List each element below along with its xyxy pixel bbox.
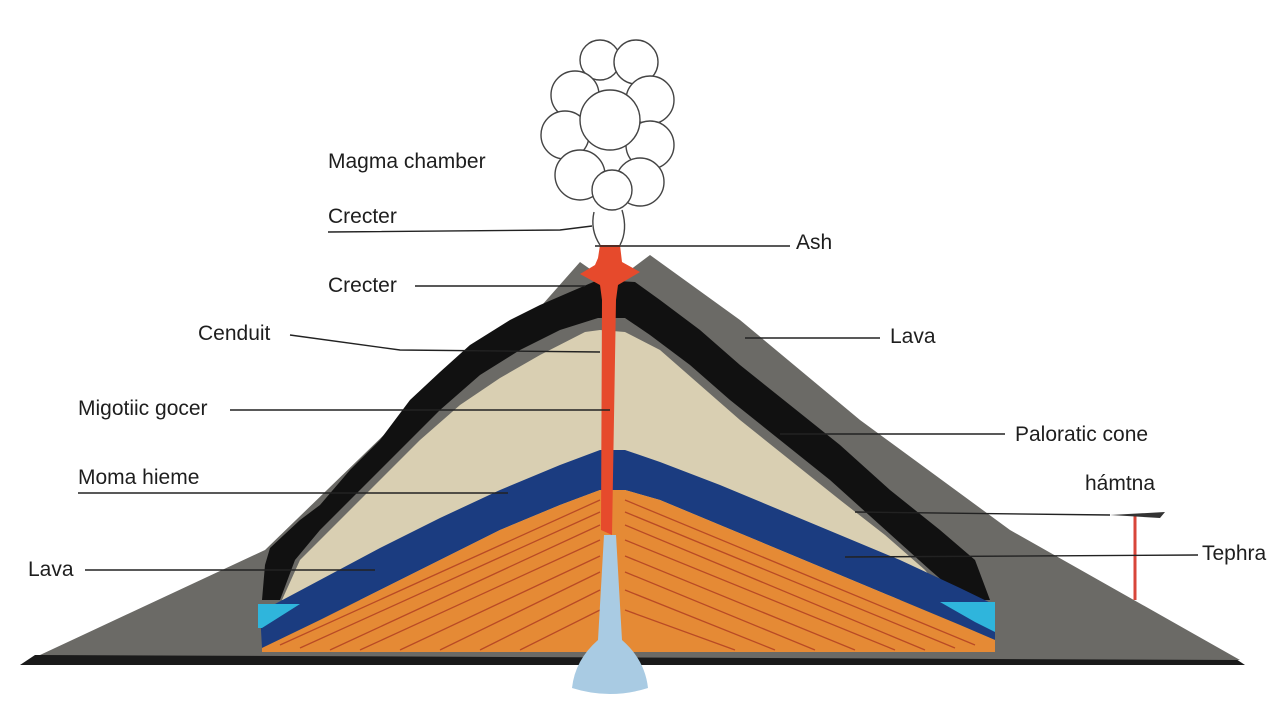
label-conduit: Cenduit	[198, 322, 271, 345]
label-lava-left: Lava	[28, 558, 74, 581]
label-crater-top: Crecter	[328, 205, 397, 228]
water-left	[258, 604, 300, 628]
label-hamtna: hámtna	[1085, 472, 1155, 495]
smoke-plume	[540, 39, 675, 246]
leaders	[78, 225, 1199, 571]
label-lava-right: Lava	[890, 325, 936, 348]
label-crater-mid: Crecter	[328, 274, 397, 297]
label-tephra: Tephra	[1202, 542, 1267, 565]
blue-band	[260, 450, 995, 648]
orange-layer-lines	[279, 499, 976, 651]
label-migotiic: Migotiic gocer	[78, 397, 208, 420]
water-right	[940, 602, 995, 632]
magma-chamber-pool	[572, 535, 648, 694]
conduit-lava	[580, 245, 640, 535]
label-poloratic-cone: Paloratic cone	[1015, 423, 1148, 446]
black-rim	[262, 280, 990, 600]
label-ash: Ash	[796, 231, 832, 254]
label-magma-chamber: Magma chamber	[328, 150, 486, 173]
label-moma-hieme: Moma hieme	[78, 466, 199, 489]
marker	[1110, 512, 1165, 600]
